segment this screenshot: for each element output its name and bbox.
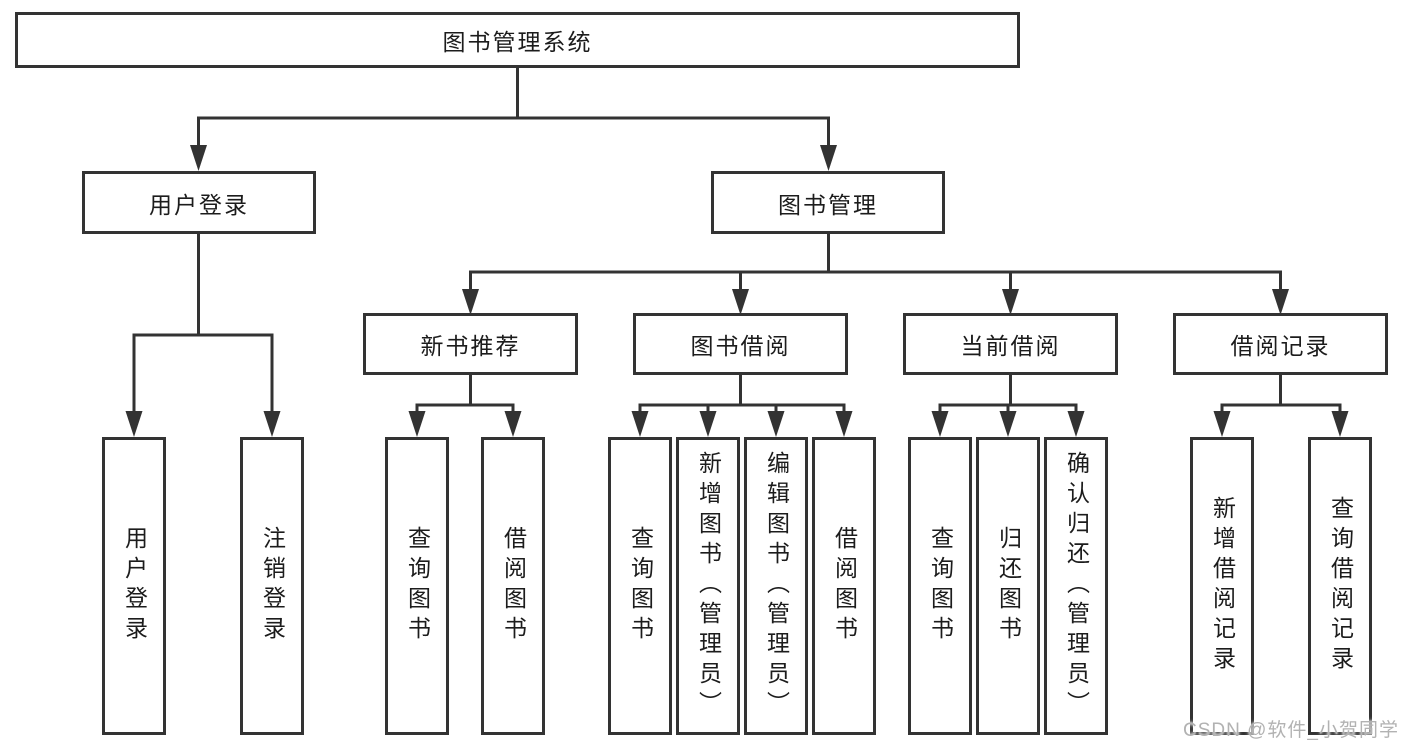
leaf-newbooks-query-books-label: 查询图书 (404, 526, 431, 646)
node-root: 图书管理系统 (15, 12, 1020, 68)
arrowhead (931, 411, 949, 437)
node-book-borrowing-label: 图书借阅 (690, 333, 791, 359)
node-borrow-records: 借阅记录 (1173, 313, 1388, 375)
arrowhead (263, 411, 281, 437)
node-current-borrowing: 当前借阅 (903, 313, 1118, 375)
leaf-user-login: 用户登录 (102, 437, 166, 735)
arrowhead (462, 289, 479, 315)
arrowhead (504, 411, 522, 437)
leaf-logout-label: 注销登录 (259, 526, 286, 646)
arrowhead (1213, 411, 1231, 437)
leaf-user-login-label: 用户登录 (121, 526, 148, 646)
arrowhead (1067, 411, 1085, 437)
arrowhead (1002, 289, 1019, 315)
leaf-borrowing-borrow-books: 借阅图书 (812, 437, 876, 735)
leaf-records-add-record: 新增借阅记录 (1190, 437, 1254, 735)
node-new-book-recommend: 新书推荐 (363, 313, 578, 375)
arrowhead (631, 411, 649, 437)
node-new-book-recommend-label: 新书推荐 (420, 333, 521, 359)
leaf-newbooks-borrow-books: 借阅图书 (481, 437, 545, 735)
arrowhead (732, 289, 749, 315)
node-book-management: 图书管理 (711, 171, 945, 234)
arrowhead (408, 411, 426, 437)
leaf-borrowing-edit-books-admin-label: 编辑图书（管理员） (763, 451, 790, 721)
leaf-newbooks-borrow-books-label: 借阅图书 (500, 526, 527, 646)
arrowhead (699, 411, 717, 437)
arrowhead (835, 411, 853, 437)
leaf-current-return-books: 归还图书 (976, 437, 1040, 735)
leaf-borrowing-add-books-admin-label: 新增图书（管理员） (695, 451, 722, 721)
arrowhead (190, 145, 207, 171)
leaf-borrowing-edit-books-admin: 编辑图书（管理员） (744, 437, 808, 735)
leaf-current-query-books-label: 查询图书 (927, 526, 954, 646)
leaf-borrowing-add-books-admin: 新增图书（管理员） (676, 437, 740, 735)
arrowhead (1331, 411, 1349, 437)
leaf-records-query-record: 查询借阅记录 (1308, 437, 1372, 735)
leaf-records-add-record-label: 新增借阅记录 (1209, 496, 1236, 676)
arrowhead (1272, 289, 1289, 315)
leaf-borrowing-query-books-label: 查询图书 (627, 526, 654, 646)
csdn-watermark: CSDN @软件_小贺同学 (1183, 720, 1399, 741)
arrowhead (999, 411, 1017, 437)
node-book-management-label: 图书管理 (778, 191, 878, 218)
arrowhead (125, 411, 143, 437)
leaf-current-return-books-label: 归还图书 (995, 526, 1022, 646)
leaf-current-confirm-return-admin-label: 确认归还（管理员） (1063, 451, 1090, 721)
leaf-current-query-books: 查询图书 (908, 437, 972, 735)
node-borrow-records-label: 借阅记录 (1230, 333, 1331, 359)
leaf-borrowing-query-books: 查询图书 (608, 437, 672, 735)
arrowhead (820, 145, 837, 171)
node-root-label: 图书管理系统 (442, 29, 593, 55)
arrowhead (767, 411, 785, 437)
node-current-borrowing-label: 当前借阅 (960, 333, 1061, 359)
leaf-borrowing-borrow-books-label: 借阅图书 (831, 526, 858, 646)
leaf-logout: 注销登录 (240, 437, 304, 735)
leaf-records-query-record-label: 查询借阅记录 (1327, 496, 1354, 676)
leaf-newbooks-query-books: 查询图书 (385, 437, 449, 735)
leaf-current-confirm-return-admin: 确认归还（管理员） (1044, 437, 1108, 735)
node-user-login: 用户登录 (82, 171, 316, 234)
node-book-borrowing: 图书借阅 (633, 313, 848, 375)
node-user-login-label: 用户登录 (149, 191, 249, 218)
